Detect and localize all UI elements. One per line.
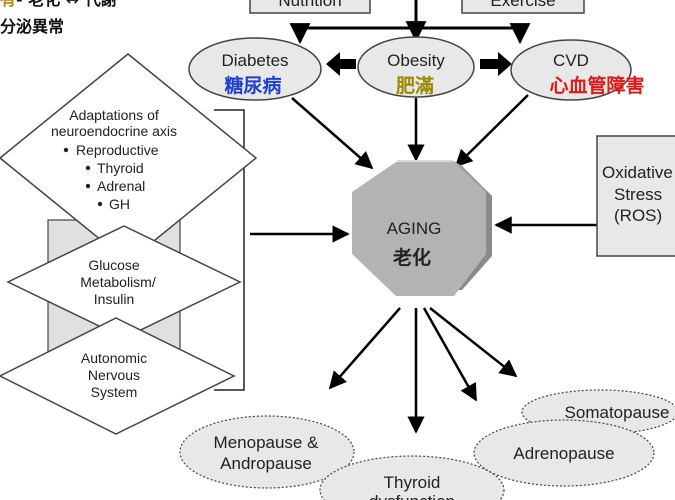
adaptations-title-line2: neuroendocrine axis <box>51 123 177 139</box>
header-highlight: 有 <box>0 0 16 9</box>
exercise-label: Exercise <box>490 0 555 10</box>
bullet-icon <box>63 147 69 153</box>
header-line-1: 有- 老化 ↔ 代謝 <box>0 0 117 13</box>
adaptations-item-adrenal: Adrenal <box>97 178 145 194</box>
aging-to-somatopause-arrow <box>429 307 518 378</box>
autonomic-line2: Nervous <box>88 367 140 383</box>
oxidative-line1: Oxidative <box>602 163 673 182</box>
adrenopause-label: Adrenopause <box>513 444 614 463</box>
aging-to-menopause-arrow <box>328 307 401 390</box>
oxidative-line3: (ROS) <box>614 206 662 225</box>
menopause-line1: Menopause & <box>214 433 320 452</box>
thyroid-line2: dysfunction <box>369 492 455 500</box>
nutrition-box <box>249 0 371 14</box>
thyroid-dysfunction-ellipse <box>319 455 505 500</box>
autonomic-line3: System <box>91 384 138 400</box>
diabetes-zh: 糖尿病 <box>224 74 281 97</box>
aging-octagon-face <box>358 170 480 290</box>
diabetes-ellipse <box>188 37 322 101</box>
header-line-2: 分泌異常 <box>0 17 65 36</box>
obesity-zh: 肥滿 <box>396 74 434 97</box>
bullet-icon <box>85 165 91 171</box>
cvd-ellipse <box>510 39 632 101</box>
somatopause-label: Somatopause <box>565 403 670 422</box>
aging-octagon-right-bevel <box>452 160 492 196</box>
nutrition-label: Nutrition <box>278 0 341 10</box>
cvd-en: CVD <box>553 51 589 70</box>
adaptations-item-gh: GH <box>109 196 130 212</box>
adrenopause-ellipse <box>473 419 655 487</box>
oxidative-line2: Stress <box>614 185 662 204</box>
menopause-line2: Andropause <box>220 454 312 473</box>
aging-zh: 老化 <box>393 246 431 269</box>
obesity-cvd-arrow <box>480 52 512 76</box>
autonomic-diamond <box>0 317 236 435</box>
glucose-line3: Insulin <box>94 291 134 307</box>
aging-en: AGING <box>387 219 442 238</box>
autonomic-line1: Autonomic <box>81 350 147 366</box>
exercise-box <box>461 0 585 14</box>
obesity-diabetes-arrow <box>326 52 356 76</box>
obesity-ellipse <box>357 36 475 98</box>
diabetes-to-aging-arrow <box>291 97 374 170</box>
header-line-1-text: - 老化 ↔ 代謝 <box>16 0 117 9</box>
cvd-zh: 心血管障害 <box>549 74 644 97</box>
thyroid-line1: Thyroid <box>384 473 441 492</box>
cvd-to-aging-arrow <box>454 94 529 168</box>
header-text: 有- 老化 ↔ 代謝 分泌異常 <box>0 0 230 50</box>
adaptations-title-line1: Adaptations of <box>69 107 159 123</box>
bullet-icon <box>97 201 103 207</box>
adaptations-item-reproductive: Reproductive <box>76 142 159 158</box>
glucose-line1: Glucose <box>88 257 140 273</box>
left-stack-bracket <box>214 109 245 391</box>
oxidative-stress-box <box>596 135 675 257</box>
menopause-ellipse <box>179 415 355 489</box>
bullet-icon <box>85 183 91 189</box>
diabetes-en: Diabetes <box>221 51 288 70</box>
adaptations-item-thyroid: Thyroid <box>97 160 144 176</box>
obesity-en: Obesity <box>387 51 445 70</box>
aging-to-adrenopause-arrow <box>422 307 478 402</box>
glucose-line2: Metabolism/ <box>80 274 156 290</box>
